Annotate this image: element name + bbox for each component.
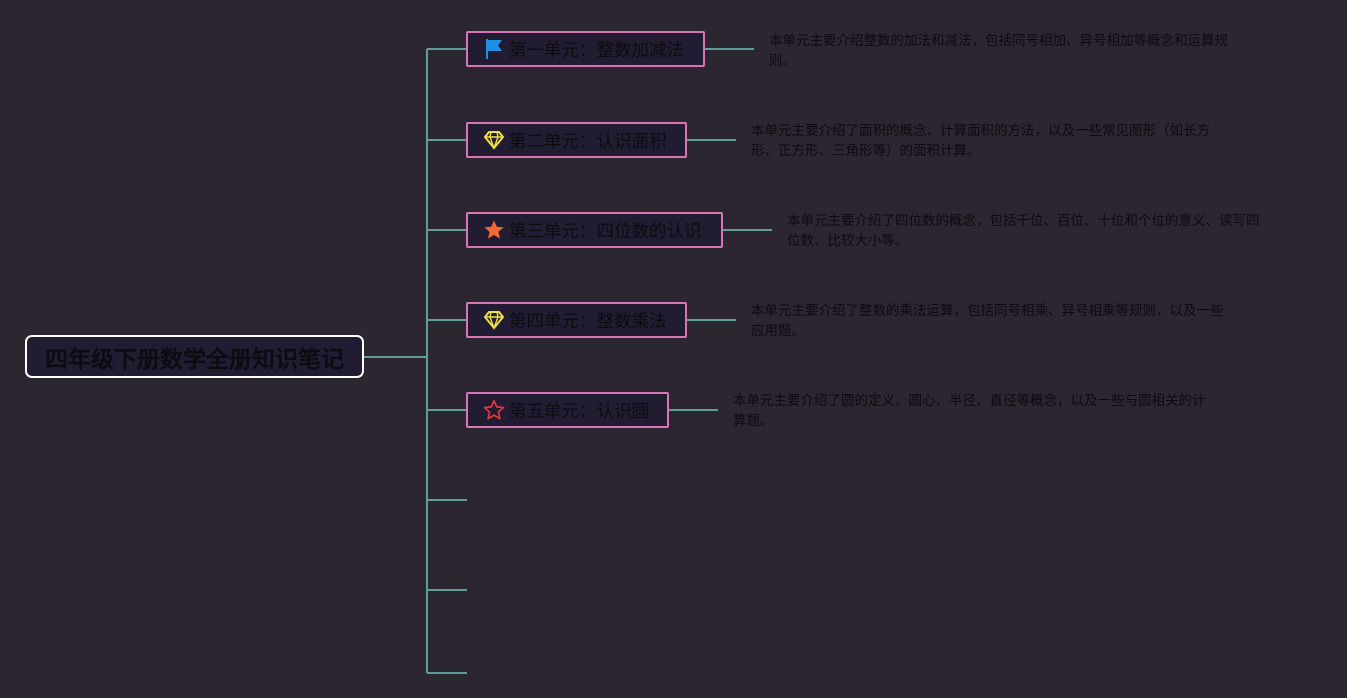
topic-note-2-line-1: 本单元主要介绍了面积的概念、计算面积的方法，以及一些常见图形（如长方: [751, 123, 1210, 139]
topic-node-4[interactable]: 第四单元：整数乘法: [466, 302, 687, 338]
topic-label-5: 第五单元：认识圆: [509, 401, 649, 422]
star-outline-icon: [483, 399, 505, 421]
topic-note-1-line-1: 本单元主要介绍整数的加法和减法，包括同号相加、异号相加等概念和运算规: [769, 33, 1228, 49]
root-label: 四年级下册数学全册知识笔记: [45, 346, 344, 373]
topic-label-2: 第二单元：认识面积: [509, 131, 667, 152]
topic-label-3: 第三单元：四位数的认识: [509, 221, 702, 242]
topic-label-4: 第四单元：整数乘法: [509, 311, 667, 332]
topic-note-5: 本单元主要介绍了圆的定义、圆心、半径、直径等概念，以及一些与圆相关的计 算题。: [733, 391, 1233, 431]
diamond-icon: [483, 309, 505, 331]
star-filled-icon: [483, 219, 505, 241]
topic-note-1-line-2: 则。: [769, 53, 796, 69]
topic-note-4: 本单元主要介绍了整数的乘法运算，包括同号相乘、异号相乘等规则，以及一些 应用题。: [751, 301, 1251, 341]
topic-note-2: 本单元主要介绍了面积的概念、计算面积的方法，以及一些常见图形（如长方 形、正方形…: [751, 121, 1251, 161]
topic-label-1: 第一单元：整数加减法: [509, 40, 684, 61]
topic-note-4-line-1: 本单元主要介绍了整数的乘法运算，包括同号相乘、异号相乘等规则，以及一些: [751, 303, 1224, 319]
topic-node-2[interactable]: 第二单元：认识面积: [466, 122, 687, 158]
root-node[interactable]: 四年级下册数学全册知识笔记: [25, 335, 364, 378]
flag-icon: [483, 38, 505, 60]
topic-note-2-line-2: 形、正方形、三角形等）的面积计算。: [751, 143, 981, 159]
diamond-icon: [483, 129, 505, 151]
topic-note-3-line-2: 位数、比较大小等。: [787, 233, 909, 249]
topic-note-1: 本单元主要介绍整数的加法和减法，包括同号相加、异号相加等概念和运算规 则。: [769, 31, 1269, 71]
topic-note-3-line-1: 本单元主要介绍了四位数的概念，包括千位、百位、十位和个位的意义、读写四: [787, 213, 1260, 229]
topic-node-5[interactable]: 第五单元：认识圆: [466, 392, 669, 428]
topic-note-3: 本单元主要介绍了四位数的概念，包括千位、百位、十位和个位的意义、读写四 位数、比…: [787, 211, 1287, 251]
topic-node-3[interactable]: 第三单元：四位数的认识: [466, 212, 723, 248]
topic-note-5-line-2: 算题。: [733, 413, 774, 429]
topic-node-1[interactable]: 第一单元：整数加减法: [466, 31, 705, 67]
topic-note-5-line-1: 本单元主要介绍了圆的定义、圆心、半径、直径等概念，以及一些与圆相关的计: [733, 393, 1206, 409]
topic-note-4-line-2: 应用题。: [751, 323, 805, 339]
